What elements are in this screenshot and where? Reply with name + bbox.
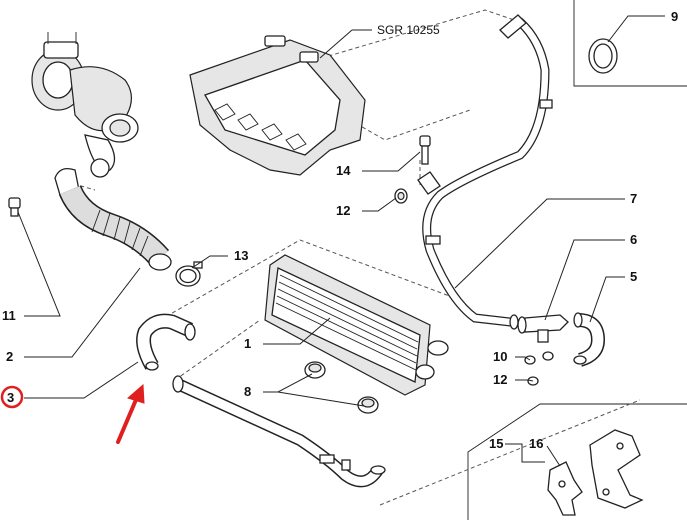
hose-3-icon [136, 313, 196, 371]
callout-13: 13 [234, 248, 248, 263]
callout-10: 10 [493, 349, 507, 364]
bolt-14-icon [419, 135, 431, 165]
callout-11: 11 [2, 308, 16, 323]
drawing-ref-leader: SGR 10255 [319, 23, 440, 59]
intake-manifold-icon [189, 35, 366, 176]
red-arrow-icon [116, 383, 145, 444]
callout-3-highlighted: 3 [0, 385, 24, 409]
callout-7: 7 [630, 191, 637, 206]
hose-5-icon [573, 312, 606, 367]
intercooler-icon [264, 254, 449, 396]
callout-1: 1 [244, 336, 251, 351]
o-ring-icon [588, 38, 618, 74]
lower-pipe-icon [172, 375, 386, 488]
callout-15: 15 [489, 436, 503, 451]
callout-12-lower: 12 [493, 372, 507, 387]
fitting-6-icon [517, 314, 569, 343]
metal-tube-7-icon [417, 14, 553, 330]
bracket-16-icon [547, 461, 583, 516]
callout-12-upper: 12 [336, 203, 350, 218]
leader-lines [17, 15, 665, 467]
inset-box-seal [573, 0, 687, 87]
clamp-13-icon [175, 261, 203, 287]
inset-box-brackets [467, 403, 687, 520]
callout-2: 2 [6, 349, 13, 364]
turbocharger-icon [31, 32, 139, 178]
callout-6: 6 [630, 232, 637, 247]
callout-9: 9 [671, 9, 678, 24]
grommet-12-upper-icon [394, 188, 408, 204]
callout-labels: 9 14 12 7 6 5 13 11 2 1 8 10 12 15 16 [2, 9, 678, 451]
hose-2-icon [54, 167, 172, 271]
grommet-10-icon [524, 351, 554, 365]
callout-14: 14 [336, 163, 351, 178]
callout-5: 5 [630, 269, 637, 284]
callout-8: 8 [244, 384, 251, 399]
callout-16: 16 [529, 436, 543, 451]
bracket-15-icon [589, 429, 644, 509]
assembly-dashed-lines [59, 9, 641, 506]
drawing-reference: SGR 10255 [377, 23, 440, 37]
callout-3: 3 [7, 390, 14, 405]
